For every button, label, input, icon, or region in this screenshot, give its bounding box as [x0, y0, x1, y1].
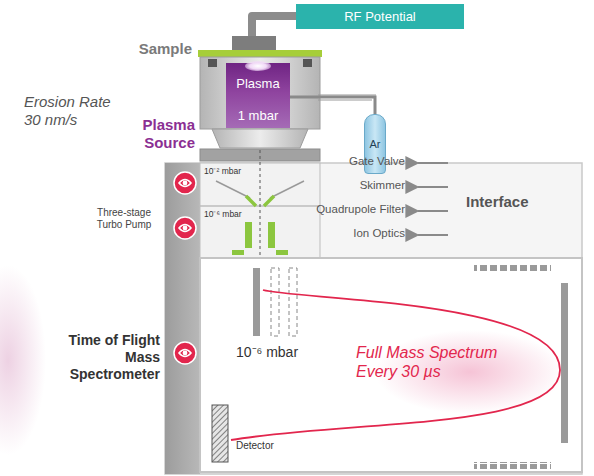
ion-lens [232, 250, 244, 255]
pointer-arrow [418, 162, 448, 164]
plasma-chamber: Plasma 1 mbar [226, 63, 290, 128]
source-housing [200, 57, 320, 129]
plasma-glow [245, 61, 271, 71]
part-name: Gate Valve [285, 155, 405, 169]
section-name: Time of Flight Mass Spectrometer [52, 332, 160, 382]
sample-clamp [232, 36, 276, 51]
note-text: Erosion Rate 30 nm/s [24, 93, 128, 129]
ion-lens [276, 250, 288, 255]
extraction-cone [216, 181, 304, 198]
node-text: Ar [370, 138, 381, 150]
part-name: Plasma Source [120, 116, 195, 152]
gas-line [290, 97, 375, 114]
decor-glow [0, 265, 46, 455]
pressure-label: 10⁻⁶ mbar [222, 344, 312, 361]
gas-line-wall [318, 99, 372, 100]
pointer-arrow [418, 186, 448, 188]
o-ring [303, 59, 312, 67]
pointer-arrow [418, 210, 448, 212]
skimmer-cone [246, 196, 274, 206]
turbo-pump-icon [174, 342, 196, 364]
sample-plate [198, 50, 322, 57]
rf-source-box: RF Potential [296, 4, 464, 29]
o-ring [208, 59, 217, 67]
vacuum-housing [165, 163, 582, 474]
source-housing-base [212, 129, 308, 148]
pressure-label: 10⁻² mbar [204, 166, 264, 176]
part-name: Sample [110, 40, 192, 58]
pressure-label: 10⁻⁶ mbar [204, 209, 264, 219]
extraction-grid [289, 268, 297, 336]
ion-trajectory [231, 290, 560, 440]
quadrupole-rod [268, 222, 275, 248]
detector-symbol [212, 405, 228, 462]
node-text: RF Potential [344, 9, 416, 24]
extraction-grid [271, 268, 279, 336]
reflectron-grid [474, 265, 551, 272]
turbo-pump-icon [174, 217, 196, 239]
part-name: Skimmer [285, 179, 405, 193]
pusher-plate [253, 268, 260, 336]
part-name: Quadrupole Filter [285, 203, 405, 217]
tof-chamber [200, 258, 582, 472]
node-text: Plasma [236, 76, 279, 91]
gas-line-wall [318, 94, 376, 95]
section-name: Interface [466, 193, 566, 211]
pointer-arrow [418, 234, 448, 236]
part-name: Detector [236, 440, 296, 452]
quadrupole-rod [245, 222, 252, 248]
reflectron-grid [474, 462, 551, 469]
note-text: Full Mass Spectrum Every 30 µs [356, 343, 524, 381]
turbo-pump-icon [174, 172, 196, 194]
part-name: Ion Optics [285, 227, 405, 241]
part-name: Three-stage Turbo Pump [86, 207, 162, 231]
node-text: 1 mbar [238, 108, 278, 123]
pump-column [165, 163, 200, 474]
